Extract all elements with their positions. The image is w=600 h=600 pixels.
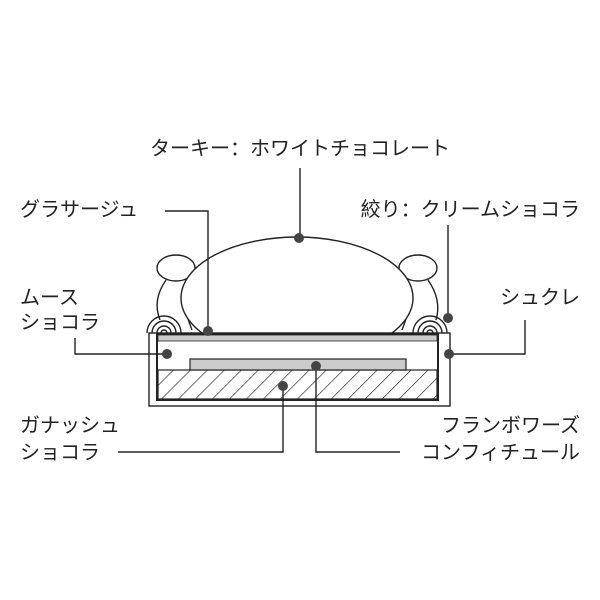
leader-mousse (74, 338, 167, 355)
label-confiture-2: コンフィチュール (421, 440, 580, 464)
marker-turkey (294, 233, 304, 243)
marker-sucree (444, 349, 454, 359)
marker-mousse (162, 349, 172, 359)
leader-glacage (165, 210, 209, 331)
label-sucree: シュクレ (500, 285, 580, 309)
label-confiture-1: フランボワーズ (441, 413, 580, 437)
label-piping: 絞り：クリームショコラ (361, 197, 580, 221)
label-mousse-1: ムース (20, 285, 79, 309)
label-ganache-2: ショコラ (20, 440, 100, 464)
glacage-layer (157, 334, 438, 342)
marker-piping (443, 313, 453, 323)
ganache-layer (157, 369, 438, 400)
label-ganache-1: ガナッシュ (20, 413, 120, 437)
leader-confiture (315, 366, 400, 453)
confiture-layer (189, 358, 407, 371)
label-turkey: ターキー：ホワイトチョコレート (150, 136, 450, 160)
marker-confiture (311, 361, 321, 371)
marker-ganache (278, 381, 288, 391)
label-mousse-2: ショコラ (20, 310, 100, 334)
mousse-layer (156, 333, 439, 401)
label-glacage: グラサージュ (20, 197, 138, 221)
leader-ganache (118, 386, 284, 453)
marker-glacage (203, 326, 213, 336)
leader-sucree (449, 320, 526, 355)
